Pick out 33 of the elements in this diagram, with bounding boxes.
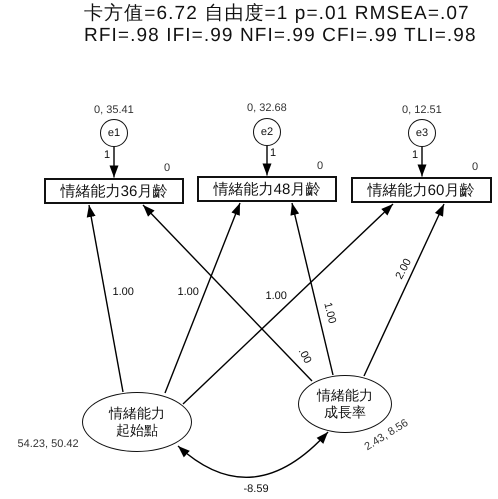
arrow <box>142 204 312 382</box>
error-circle: e1 <box>100 119 128 147</box>
edge-label: 1 <box>269 147 278 159</box>
edge-label: -8.59 <box>242 483 270 495</box>
variable-box: 情緒能力48月齡 <box>197 176 337 202</box>
parameter-label: 0 <box>317 160 324 172</box>
parameter-label: 0 <box>472 161 478 173</box>
variable-box: 情緒能力36月齡 <box>44 178 184 204</box>
arrow <box>86 204 124 392</box>
edge-label: 1.00 <box>112 286 135 298</box>
edge-label: 1 <box>411 149 420 161</box>
arrow <box>262 146 272 176</box>
variable-box: 情緒能力60月齡 <box>350 177 492 203</box>
latent-ellipse: 情緒能力起始點 <box>82 392 192 452</box>
parameter-label: 0, 12.51 <box>402 104 442 116</box>
parameter-label: 0, 32.68 <box>247 102 287 114</box>
parameter-label: 54.23, 50.42 <box>18 438 79 450</box>
arrow <box>290 202 334 376</box>
arrow <box>363 204 445 376</box>
arrow <box>182 204 394 404</box>
parameter-label: 0, 35.41 <box>94 104 134 116</box>
edge-label: 1.00 <box>176 286 200 298</box>
title: 卡方值=6.72 自由度=1 p=.01 RMSEA=.07 RFI=.98 IFI=.99 NFI=.99 CFI=.99 TLI=.98 <box>84 3 478 47</box>
arrow <box>110 147 118 178</box>
parameter-label: 0 <box>164 162 170 174</box>
arrow <box>164 202 241 394</box>
curved-arrow <box>178 432 328 478</box>
error-circle: e2 <box>253 118 281 146</box>
parameter-label: 2.43, 8.56 <box>362 416 410 454</box>
edge-label: 1 <box>103 149 112 161</box>
edge-label: 1.00 <box>264 290 288 302</box>
error-circle: e3 <box>408 119 436 147</box>
arrow <box>418 147 426 176</box>
